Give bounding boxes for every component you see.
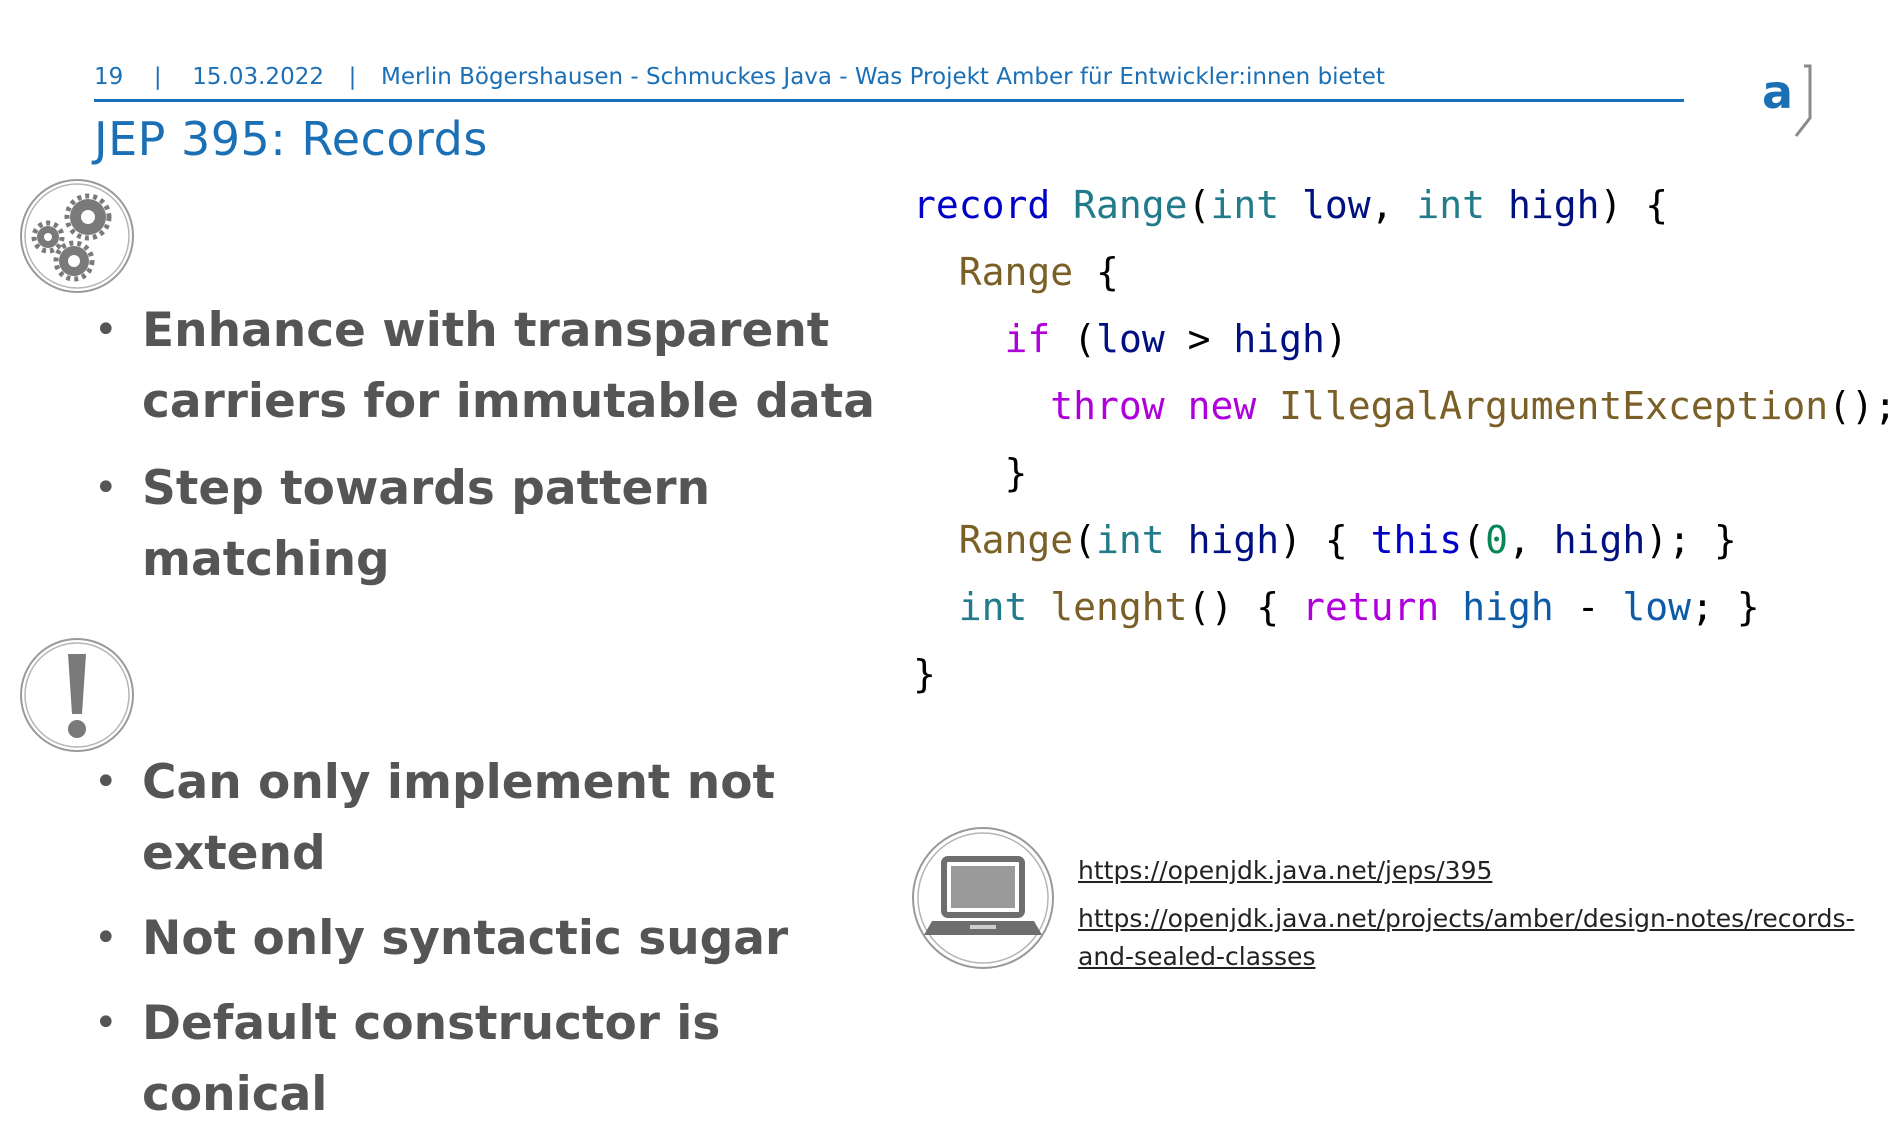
list-item: • Not only syntactic sugar — [94, 903, 894, 974]
code-punct: } — [913, 652, 936, 696]
code-operator: - — [1576, 585, 1600, 629]
code-identifier: low — [1096, 317, 1165, 361]
list-item: • Default constructor is conical — [94, 988, 894, 1130]
link-jep-395[interactable]: https://openjdk.java.net/jeps/395 — [1078, 856, 1493, 885]
code-method: lenght — [1050, 585, 1188, 629]
bullet-marker: • — [94, 759, 118, 805]
code-keyword: throw — [1050, 384, 1165, 428]
code-punct: { — [1645, 183, 1669, 227]
code-punct: (); — [1828, 384, 1890, 428]
header-date: 15.03.2022 — [192, 64, 324, 90]
logo-letter: a — [1762, 65, 1793, 119]
code-punct: ( — [1462, 518, 1486, 562]
code-number: 0 — [1485, 518, 1508, 562]
code-keyword: new — [1187, 384, 1257, 428]
code-block: record Range(int low, int high) { Range … — [913, 172, 1890, 708]
code-punct: ) — [1599, 183, 1623, 227]
code-operator: > — [1187, 317, 1211, 361]
code-punct: ( — [1187, 183, 1211, 227]
code-punct: } — [1736, 585, 1760, 629]
code-constructor: Range — [958, 250, 1074, 294]
slide-header: 19 | 15.03.2022 | Merlin Bögershausen - … — [94, 64, 1684, 90]
header-subtitle: Merlin Bögershausen - Schmuckes Java - W… — [380, 64, 1385, 90]
code-punct: ( — [1073, 518, 1097, 562]
bullet-marker: • — [94, 465, 118, 511]
header-separator: | — [348, 64, 357, 90]
list-item: • Can only implement not extend — [94, 747, 894, 889]
code-identifier: high — [1507, 183, 1600, 227]
code-punct: ); — [1645, 518, 1692, 562]
code-punct: () — [1187, 585, 1234, 629]
benefits-list: • Enhance with transparent carriers for … — [94, 295, 894, 611]
limitations-list: • Can only implement not extend • Not on… — [94, 747, 894, 1144]
code-identifier: low — [1622, 585, 1692, 629]
page-number: 19 — [94, 64, 124, 90]
code-punct: ) — [1279, 518, 1302, 562]
header-divider — [94, 99, 1684, 102]
code-type: int — [958, 585, 1028, 629]
company-logo-icon: a — [1762, 64, 1812, 137]
bullet-text: Can only implement not extend — [142, 755, 775, 881]
laptop-icon — [912, 827, 1054, 969]
bullet-marker: • — [94, 915, 118, 961]
bullet-text: Enhance with transparent carriers for im… — [142, 303, 875, 429]
reference-links: https://openjdk.java.net/jeps/395 https:… — [1078, 852, 1858, 976]
code-type: int — [1210, 183, 1280, 227]
list-item: • Enhance with transparent carriers for … — [94, 295, 894, 437]
code-punct: { — [1256, 585, 1280, 629]
code-keyword: return — [1302, 585, 1440, 629]
code-punct: ( — [1073, 317, 1097, 361]
code-type: IllegalArgumentException — [1279, 384, 1829, 428]
bullet-text: Step towards pattern matching — [142, 461, 711, 587]
slide-title: JEP 395: Records — [94, 112, 488, 166]
bullet-marker: • — [94, 1000, 118, 1046]
link-design-notes[interactable]: https://openjdk.java.net/projects/amber/… — [1078, 904, 1855, 971]
exclamation-icon — [20, 638, 134, 752]
code-keyword: if — [1004, 317, 1051, 361]
code-identifier: high — [1462, 585, 1554, 629]
code-punct: { — [1324, 518, 1348, 562]
code-identifier: high — [1553, 518, 1646, 562]
code-constructor: Range — [958, 518, 1074, 562]
code-punct: { — [1096, 250, 1119, 294]
list-item: • Step towards pattern matching — [94, 453, 894, 595]
code-identifier: low — [1301, 183, 1371, 227]
code-punct: ) — [1324, 317, 1348, 361]
header-separator: | — [153, 64, 162, 90]
code-punct: } — [1004, 451, 1028, 495]
code-punct: , — [1507, 518, 1531, 562]
code-punct: } — [1713, 518, 1737, 562]
code-identifier: high — [1187, 518, 1280, 562]
code-type: int — [1096, 518, 1165, 562]
code-punct: , — [1370, 183, 1394, 227]
bullet-marker: • — [94, 307, 118, 353]
code-punct: ; — [1691, 585, 1714, 629]
code-type: Range — [1073, 183, 1188, 227]
code-identifier: high — [1233, 317, 1325, 361]
gears-icon — [20, 179, 134, 293]
code-type: int — [1416, 183, 1486, 227]
code-keyword: this — [1370, 518, 1463, 562]
bullet-text: Not only syntactic sugar — [142, 911, 789, 966]
code-keyword: record — [913, 183, 1051, 227]
bullet-text: Default constructor is conical — [142, 996, 721, 1122]
